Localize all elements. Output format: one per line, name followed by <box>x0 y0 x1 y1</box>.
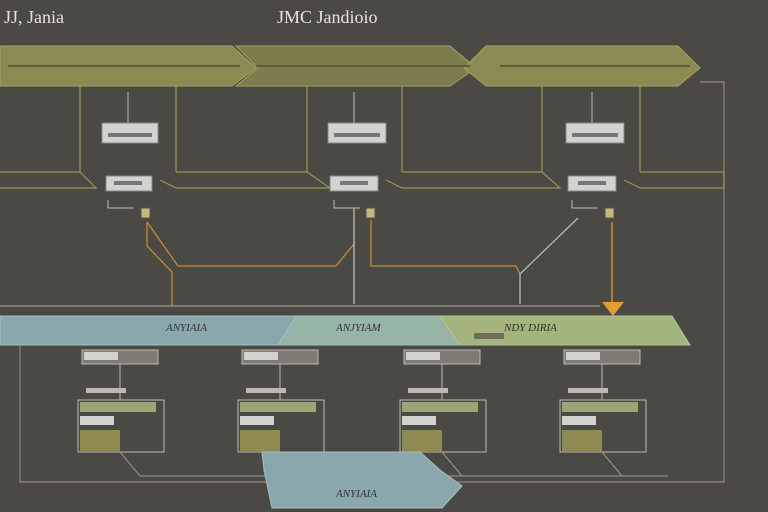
panel-body <box>77 399 165 453</box>
orange-link <box>146 222 173 306</box>
panel-block <box>240 430 280 452</box>
panel-2 <box>237 349 325 453</box>
bottom-band-label: ANYIAIA <box>335 488 377 500</box>
panel-body <box>559 399 647 453</box>
right-frame <box>19 81 725 483</box>
bottom-connector <box>601 451 623 477</box>
panel-body <box>399 399 487 453</box>
port-icon <box>604 207 615 219</box>
band-label-1: ANYIAIA <box>165 322 207 334</box>
panel-3 <box>399 349 487 453</box>
panel-tag <box>240 416 274 425</box>
band-green <box>439 315 691 346</box>
bottom-band-shape <box>261 451 463 509</box>
device-slot <box>578 181 606 185</box>
panel-bar <box>80 402 156 412</box>
panel-bar <box>562 402 638 412</box>
device-slot <box>340 181 368 185</box>
links <box>0 208 624 316</box>
orange-arrow-icon <box>602 302 624 316</box>
device-slot <box>334 133 380 137</box>
band-label-3: NDY DIRIA <box>503 322 557 334</box>
bottom-panels <box>77 349 647 453</box>
left-title: JJ, Jania <box>4 7 64 27</box>
panel-tag <box>80 416 114 425</box>
panel-tag <box>402 416 436 425</box>
main-band: ANYIAIA ANJYIAM NDY DIRIA <box>0 315 691 346</box>
bottom-connectors <box>119 451 668 477</box>
orange-link <box>370 220 521 275</box>
connector <box>333 200 360 209</box>
connector <box>571 200 598 209</box>
device-slot <box>114 181 142 185</box>
center-title: JMC Jandioio <box>277 7 378 27</box>
panel-1 <box>77 349 165 453</box>
band-marker <box>474 333 504 339</box>
device-stack-right <box>565 92 625 219</box>
middle-ribbons <box>0 171 725 189</box>
panel-tag <box>406 352 440 360</box>
panel-bar <box>402 402 478 412</box>
panel-tag <box>562 416 596 425</box>
port-icon <box>365 207 376 219</box>
panel-tag <box>566 352 600 360</box>
panel-line <box>568 388 608 393</box>
panel-block <box>562 430 602 452</box>
device-stack-center <box>327 92 387 219</box>
separators <box>79 86 641 172</box>
panel-tag <box>244 352 278 360</box>
middle-ribbon <box>159 171 332 189</box>
band-blue <box>0 315 297 346</box>
device-slot <box>572 133 618 137</box>
panel-line <box>408 388 448 393</box>
top-devices <box>101 92 625 219</box>
device-stack-left <box>101 92 159 219</box>
orange-link <box>146 221 355 267</box>
port-icon <box>140 207 151 219</box>
panel-bar <box>240 402 316 412</box>
panel-line <box>86 388 126 393</box>
middle-ribbon <box>623 171 725 189</box>
grey-link <box>519 217 579 304</box>
panel-4 <box>559 349 647 453</box>
panel-block <box>402 430 442 452</box>
panel-block <box>80 430 120 452</box>
middle-ribbon <box>0 171 98 189</box>
panel-tag <box>84 352 118 360</box>
top-ribbon <box>0 45 701 87</box>
device-slot <box>108 133 152 137</box>
middle-ribbon <box>385 171 562 189</box>
band-label-2: ANJYIAM <box>335 322 381 334</box>
connector <box>107 200 134 209</box>
bottom-band: ANYIAIA <box>261 451 463 509</box>
panel-line <box>246 388 286 393</box>
bottom-connector <box>441 451 463 477</box>
bottom-connector <box>119 451 668 477</box>
